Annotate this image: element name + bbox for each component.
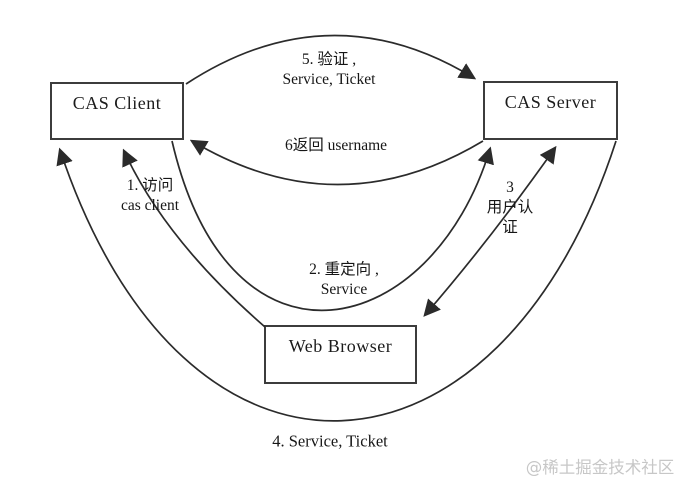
node-cas-client: CAS Client xyxy=(50,82,184,140)
node-web-browser: Web Browser xyxy=(264,325,417,384)
label-step2-line2: Service xyxy=(320,281,368,298)
label-step5-line1: 5. 验证 , xyxy=(301,50,357,68)
label-step3-line1: 3 xyxy=(506,178,514,196)
label-step3-line3: 证 xyxy=(502,219,518,237)
label-step3: 3 用户认 证 xyxy=(487,178,534,238)
web-browser-label: Web Browser xyxy=(288,336,393,356)
label-step3-line2: 用户认 xyxy=(486,198,534,216)
label-step5-line2: Service, Ticket xyxy=(282,71,376,88)
label-step6: 6返回 username xyxy=(285,136,387,156)
cas-server-label: CAS Server xyxy=(504,92,597,112)
label-step1-line1: 1. 访问 xyxy=(126,176,174,194)
label-step1: 1. 访问 cas client xyxy=(121,176,179,216)
label-step5: 5. 验证 , Service, Ticket xyxy=(283,50,376,90)
node-cas-server: CAS Server xyxy=(483,81,618,140)
label-step4: 4. Service, Ticket xyxy=(272,430,388,451)
label-step6-text: 6返回 username xyxy=(284,136,388,154)
label-step4-text: 4. Service, Ticket xyxy=(272,431,388,451)
label-step2-line1: 2. 重定向 , xyxy=(309,260,379,278)
label-step1-line2: cas client xyxy=(120,197,180,214)
label-step2: 2. 重定向 , Service xyxy=(309,260,379,300)
watermark-juejin: @稀土掘金技术社区 xyxy=(525,458,675,477)
cas-client-label: CAS Client xyxy=(72,93,162,113)
